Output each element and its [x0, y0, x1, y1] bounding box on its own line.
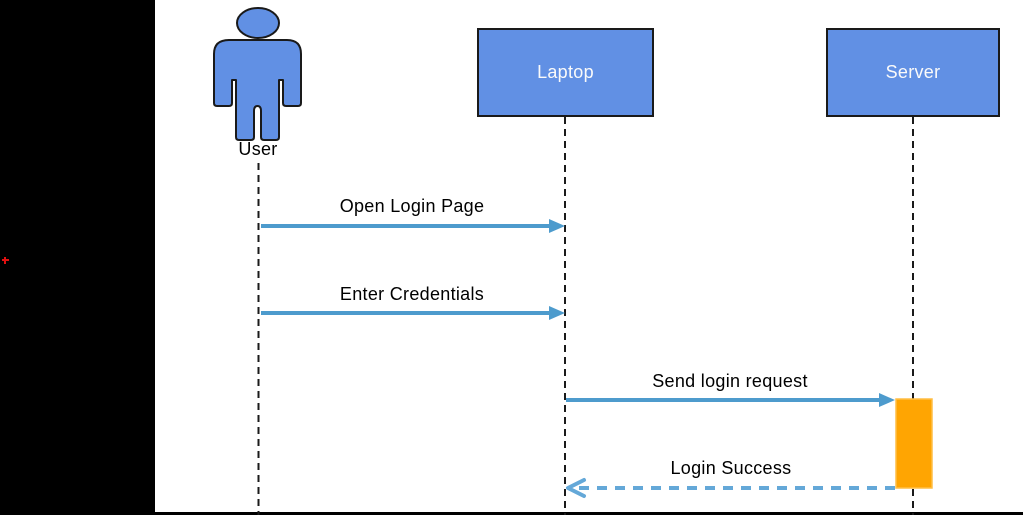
message-label-open-login-page: Open Login Page	[339, 196, 485, 216]
arrowhead-filled	[549, 219, 565, 233]
arrow-login-success[interactable]	[566, 478, 895, 498]
arrow-enter-credentials[interactable]	[261, 306, 565, 320]
actor-user-label: User	[238, 139, 278, 159]
message-label-enter-credentials: Enter Credentials	[339, 284, 485, 304]
actor-user-icon[interactable]	[213, 7, 302, 141]
letterbox-bottom-strip	[0, 512, 1023, 515]
participant-laptop-label: Laptop	[537, 62, 594, 82]
message-label-send-login-request: Send login request	[652, 371, 808, 391]
letterbox-left-panel	[0, 0, 155, 515]
activation-bar-server[interactable]	[895, 398, 933, 489]
message-label-login-success: Login Success	[670, 458, 792, 478]
arrow-open-login-page[interactable]	[261, 219, 565, 233]
participant-server-label: Server	[885, 62, 941, 82]
participant-server[interactable]: Server	[826, 28, 1000, 117]
arrowhead-filled	[549, 306, 565, 320]
arrowhead-filled	[879, 393, 895, 407]
participant-laptop[interactable]: Laptop	[477, 28, 654, 117]
arrow-send-login-request[interactable]	[566, 393, 895, 407]
arrowhead-open	[566, 478, 586, 498]
red-marker	[2, 257, 9, 264]
